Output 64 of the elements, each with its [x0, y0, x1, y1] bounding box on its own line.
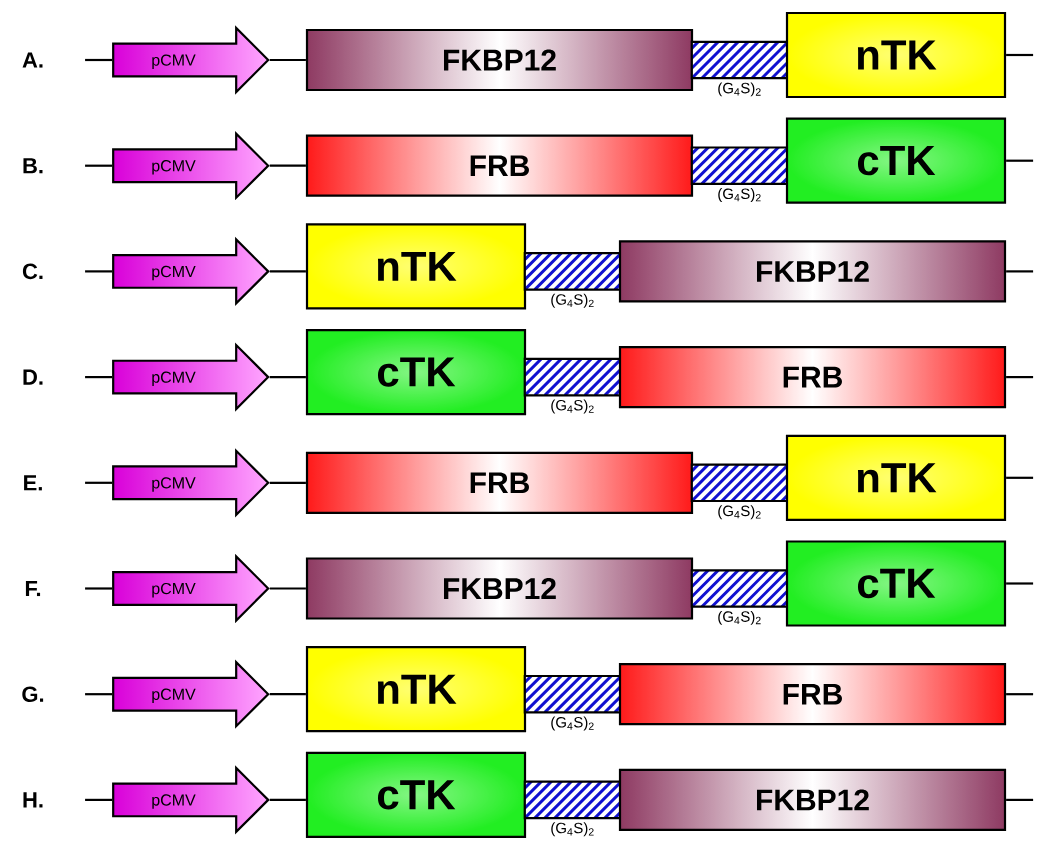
backbone-line — [1006, 159, 1034, 162]
protein-domain-box: nTK — [785, 11, 1007, 99]
linker-label: (G$_{4}$S)$_{2}$ — [718, 188, 761, 203]
backbone-line — [1006, 693, 1034, 696]
linker-box — [690, 40, 789, 80]
backbone-line — [85, 481, 113, 484]
backbone-line — [1006, 270, 1034, 273]
protein-domain-box: FKBP12 — [618, 240, 1007, 303]
row-label: G. — [22, 686, 44, 702]
row-label: A. — [22, 52, 43, 68]
row-label: E. — [24, 475, 42, 491]
row-label: D. — [23, 369, 43, 385]
linker-box — [523, 357, 622, 397]
protein-domain-box: nTK — [785, 434, 1007, 521]
protein-domain-box: nTK — [305, 646, 527, 733]
linker-box — [523, 674, 622, 714]
linker-label: (G$_{4}$S)$_{2}$ — [718, 505, 761, 520]
protein-domain-box: FRB — [305, 134, 694, 197]
protein-domain-box: cTK — [785, 540, 1007, 627]
backbone-line — [1006, 582, 1034, 585]
linker-box — [690, 463, 789, 503]
backbone-line — [85, 693, 113, 696]
protein-domain-box: FKBP12 — [305, 557, 694, 620]
backbone-line — [1006, 53, 1034, 57]
protein-domain-box: FRB — [305, 451, 694, 514]
backbone-line — [269, 693, 306, 696]
backbone-line — [1006, 476, 1034, 479]
linker-label: (G$_{4}$S)$_{2}$ — [551, 293, 594, 308]
protein-domain-box: FKBP12 — [305, 28, 694, 92]
protein-domain-box: cTK — [305, 329, 527, 416]
linker-box — [523, 780, 622, 820]
backbone-line — [269, 376, 306, 379]
row-label: F. — [25, 580, 41, 597]
backbone-line — [269, 58, 306, 62]
linker-box — [523, 252, 622, 291]
backbone-line — [85, 270, 113, 273]
backbone-line — [269, 164, 306, 167]
protein-domain-box: FRB — [618, 663, 1007, 726]
linker-box — [690, 569, 789, 608]
linker-box — [690, 146, 789, 185]
linker-label: (G$_{4}$S)$_{2}$ — [551, 399, 594, 414]
backbone-line — [269, 798, 306, 801]
protein-domain-box: cTK — [785, 117, 1007, 204]
row-label: C. — [22, 263, 43, 280]
backbone-line — [269, 587, 306, 590]
protein-domain-box: FKBP12 — [618, 768, 1007, 831]
linker-label: (G$_{4}$S)$_{2}$ — [551, 822, 594, 837]
row-label: B. — [23, 158, 43, 174]
backbone-line — [85, 798, 113, 801]
linker-label: (G$_{4}$S)$_{2}$ — [718, 610, 761, 625]
backbone-line — [85, 587, 113, 590]
protein-domain-box: nTK — [305, 223, 527, 310]
row-label: H. — [23, 792, 43, 808]
protein-domain-box: FRB — [618, 346, 1007, 409]
protein-domain-box: cTK — [305, 751, 527, 838]
linker-label: (G$_{4}$S)$_{2}$ — [551, 716, 594, 731]
linker-label: (G$_{4}$S)$_{2}$ — [718, 82, 761, 97]
backbone-line — [269, 481, 306, 484]
backbone-line — [85, 58, 113, 62]
backbone-line — [1006, 376, 1034, 379]
backbone-line — [85, 164, 113, 167]
backbone-line — [85, 376, 113, 379]
backbone-line — [1006, 798, 1034, 801]
backbone-line — [269, 270, 306, 273]
